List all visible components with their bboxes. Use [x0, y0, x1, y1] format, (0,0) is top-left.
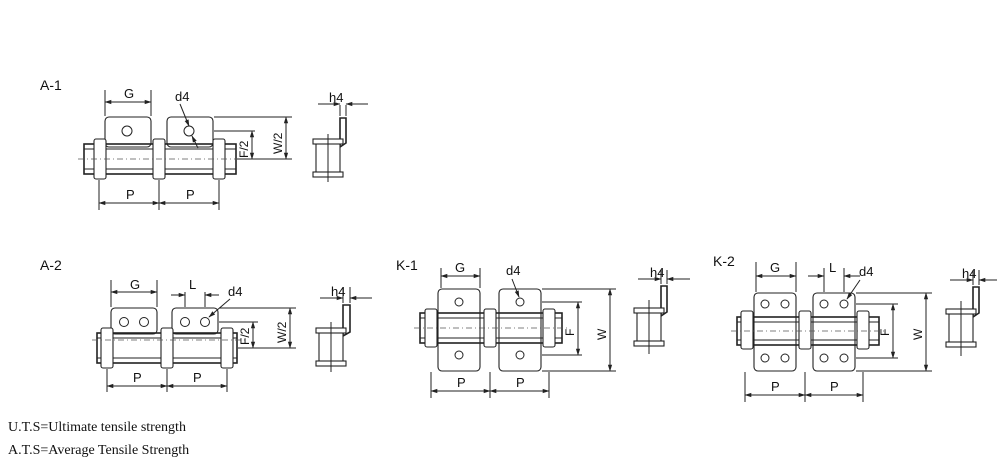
dim-l-label: L: [829, 260, 836, 275]
diagram-k1-title: K-1: [396, 257, 418, 273]
diagram-k2-title: K-2: [713, 253, 735, 269]
attachment-hole: [839, 353, 849, 363]
dim-d4-label: d4: [506, 263, 520, 278]
dim-d4-label: d4: [175, 89, 189, 104]
attachment-hole: [515, 297, 525, 307]
attachment-hole: [119, 317, 129, 327]
legend-ats: A.T.S=Average Tensile Strength: [8, 443, 190, 458]
attachment-plate: [171, 307, 219, 335]
dim-l-label: L: [189, 277, 196, 292]
side-view: h4: [312, 90, 368, 182]
diagram-a2: A-2 G L d4 P P: [40, 257, 372, 392]
dim-g-label: G: [130, 277, 140, 292]
dim-p-label: P: [771, 379, 780, 394]
attachment-hole: [819, 299, 829, 309]
attachment-hole: [139, 317, 149, 327]
dim-p-label: P: [193, 370, 202, 385]
dim-d4-label: d4: [859, 264, 873, 279]
dim-d4-label: d4: [228, 284, 242, 299]
dim-w2-label: W/2: [271, 132, 285, 154]
attachment-hole: [780, 353, 790, 363]
dim-p-label: P: [830, 379, 839, 394]
diagram-k1: K-1 G d4 P P F W: [396, 257, 690, 398]
attachment-hole: [454, 350, 464, 360]
dim-f-label: F: [563, 329, 577, 336]
attachment-plate: [812, 292, 856, 372]
dim-p-label: P: [516, 375, 525, 390]
attachment-hole: [819, 353, 829, 363]
attachment-hole: [454, 297, 464, 307]
dim-h4-label: h4: [329, 90, 343, 105]
dim-w2-label: W/2: [275, 321, 289, 343]
attachment-hole: [183, 125, 195, 137]
attachment-hole: [839, 299, 849, 309]
dim-h4-label: h4: [650, 265, 664, 280]
diagram-a2-title: A-2: [40, 257, 62, 273]
dim-f2-label: F/2: [238, 327, 252, 345]
dim-h4-label: h4: [331, 284, 345, 299]
dim-p-label: P: [186, 187, 195, 202]
dim-f2-label: F/2: [237, 140, 251, 158]
pin-link: [856, 310, 870, 350]
attachment-plate: [753, 292, 797, 372]
attachment-hole: [760, 353, 770, 363]
dim-p-label: P: [133, 370, 142, 385]
diagram-a1-title: A-1: [40, 77, 62, 93]
attachment-hole: [180, 317, 190, 327]
attachment-hole: [515, 350, 525, 360]
dim-g-label: G: [124, 86, 134, 101]
dim-w-label: W: [911, 328, 925, 340]
side-view: h4: [315, 284, 372, 372]
dim-g-label: G: [770, 260, 780, 275]
dim-h4-label: h4: [962, 266, 976, 281]
diagram-a1: A-1 G d4 P P F/2: [40, 77, 368, 210]
pin-link: [740, 310, 754, 350]
attachment-plate: [110, 307, 158, 335]
pin-link: [798, 310, 812, 350]
pin-link: [100, 327, 114, 369]
legend-uts: U.T.S=Ultimate tensile strength: [8, 420, 186, 435]
attachment-hole: [200, 317, 210, 327]
side-view: h4: [945, 266, 997, 356]
dim-p-label: P: [457, 375, 466, 390]
attachment-hole: [780, 299, 790, 309]
attachment-plate: [437, 288, 481, 372]
side-view: h4: [633, 265, 690, 354]
dim-p-label: P: [126, 187, 135, 202]
pin-link: [160, 327, 174, 369]
diagram-k2: K-2 G L d4 P: [713, 253, 997, 402]
attachment-hole: [121, 125, 133, 137]
dim-g-label: G: [455, 260, 465, 275]
pin-link: [220, 327, 234, 369]
attachment-plate: [498, 288, 542, 372]
dim-w-label: W: [595, 328, 609, 340]
dim-f-label: F: [878, 329, 892, 336]
attachment-hole: [760, 299, 770, 309]
